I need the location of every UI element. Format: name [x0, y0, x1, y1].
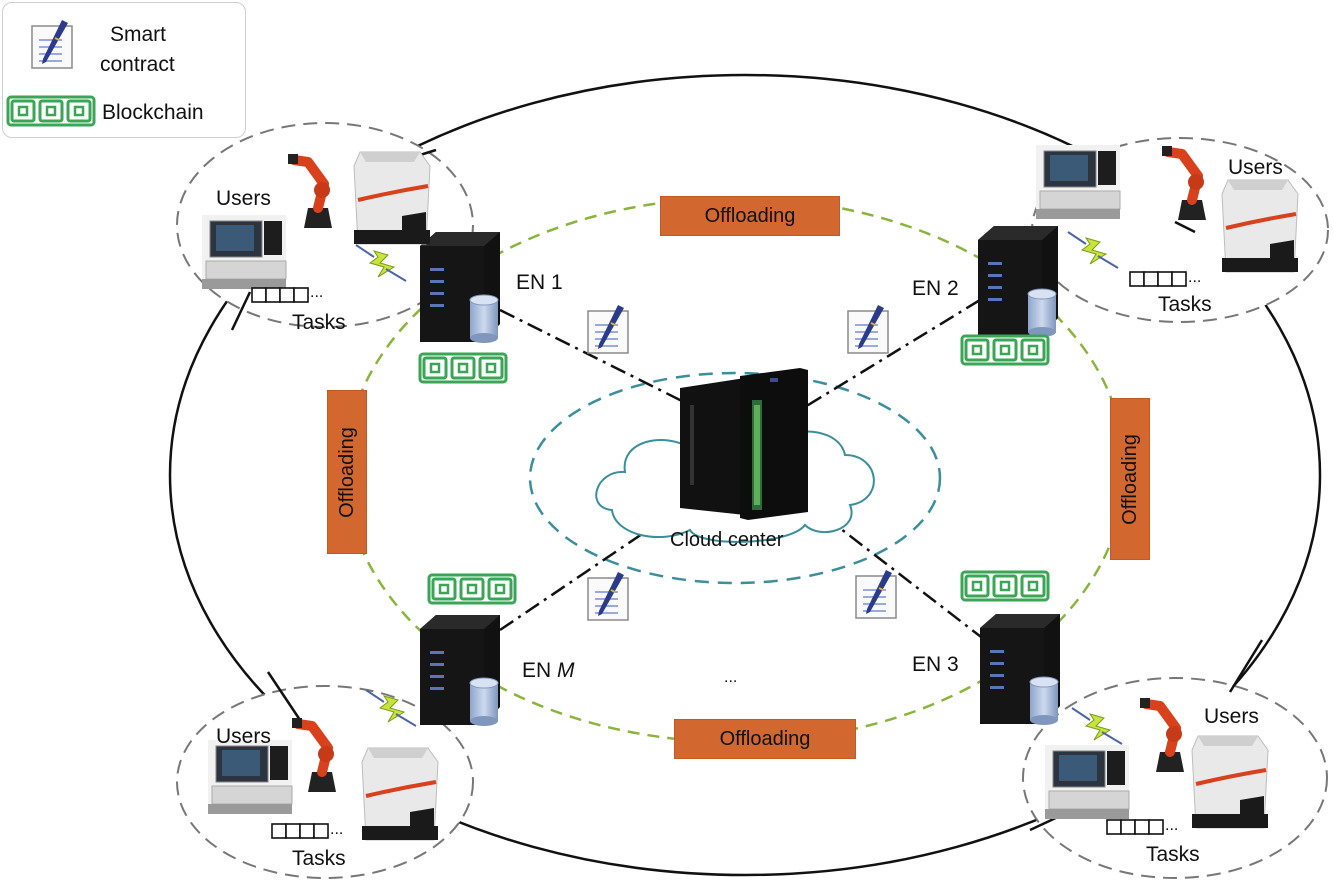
- offloading-top-label: Offloading: [704, 204, 796, 227]
- users-label-bottom-left: Users: [216, 725, 271, 748]
- cloud-center-label: Cloud center: [670, 529, 784, 551]
- blockchain-enM-icon: [427, 573, 517, 605]
- en1-label: EN 1: [516, 271, 563, 294]
- legend-blockchain-label: Blockchain: [102, 101, 204, 124]
- blockchain-en1-icon: [418, 352, 508, 384]
- blockchain-en3-icon: [960, 570, 1050, 602]
- offloading-right-box: Offloading: [1110, 398, 1150, 560]
- offloading-bottom-label: Offloading: [719, 727, 811, 750]
- enM-label: EN M: [522, 659, 575, 682]
- tasks-label-top-right: Tasks: [1158, 293, 1212, 316]
- legend-smart-contract-line2: contract: [100, 53, 175, 76]
- cloud-ring: [528, 371, 942, 585]
- users-label-top-right: Users: [1228, 156, 1283, 179]
- edge-server-en1-icon: [419, 231, 501, 344]
- offloading-left-box: Offloading: [327, 390, 367, 554]
- tasks-label-bottom-right: Tasks: [1146, 843, 1200, 866]
- link-en1-cloud: [499, 308, 701, 412]
- users-label-bottom-right: Users: [1204, 705, 1259, 728]
- smart-contract-en2-icon: [847, 304, 889, 354]
- link-en3-cloud: [809, 504, 986, 641]
- queue-ellipsis-top-right: ...: [1188, 269, 1202, 286]
- link-en2-cloud: [799, 298, 981, 412]
- offloading-bottom-box: Offloading: [674, 719, 856, 759]
- edge-server-enM-icon: [419, 614, 501, 727]
- edge-server-en3-icon: [979, 613, 1061, 726]
- offloading-left-label: Offloading: [335, 426, 358, 518]
- queue-ellipsis-bottom-right: ...: [1165, 817, 1179, 834]
- queue-ellipsis-bottom-left: ...: [330, 821, 344, 838]
- users-label-top-left: Users: [216, 187, 271, 210]
- tasks-label-bottom-left: Tasks: [292, 847, 346, 870]
- offloading-right-label: Offloading: [1118, 433, 1141, 525]
- smart-contract-en3-icon: [855, 569, 897, 619]
- smart-contract-enM-icon: [587, 571, 629, 621]
- more-nodes-ellipsis: ...: [724, 669, 738, 686]
- blockchain-en2-icon: [960, 334, 1050, 366]
- edge-server-en2-icon: [977, 225, 1059, 338]
- tasks-label-top-left: Tasks: [292, 311, 346, 334]
- queue-ellipsis-top-left: ...: [310, 284, 324, 301]
- mainframe-server-icon: [680, 368, 808, 520]
- outer-network-ring: [168, 73, 1322, 877]
- en2-label: EN 2: [912, 277, 959, 300]
- legend-smart-contract-line1: Smart: [110, 23, 167, 46]
- en3-label: EN 3: [912, 653, 959, 676]
- offloading-top-box: Offloading: [660, 196, 840, 236]
- smart-contract-en1-icon: [587, 304, 629, 354]
